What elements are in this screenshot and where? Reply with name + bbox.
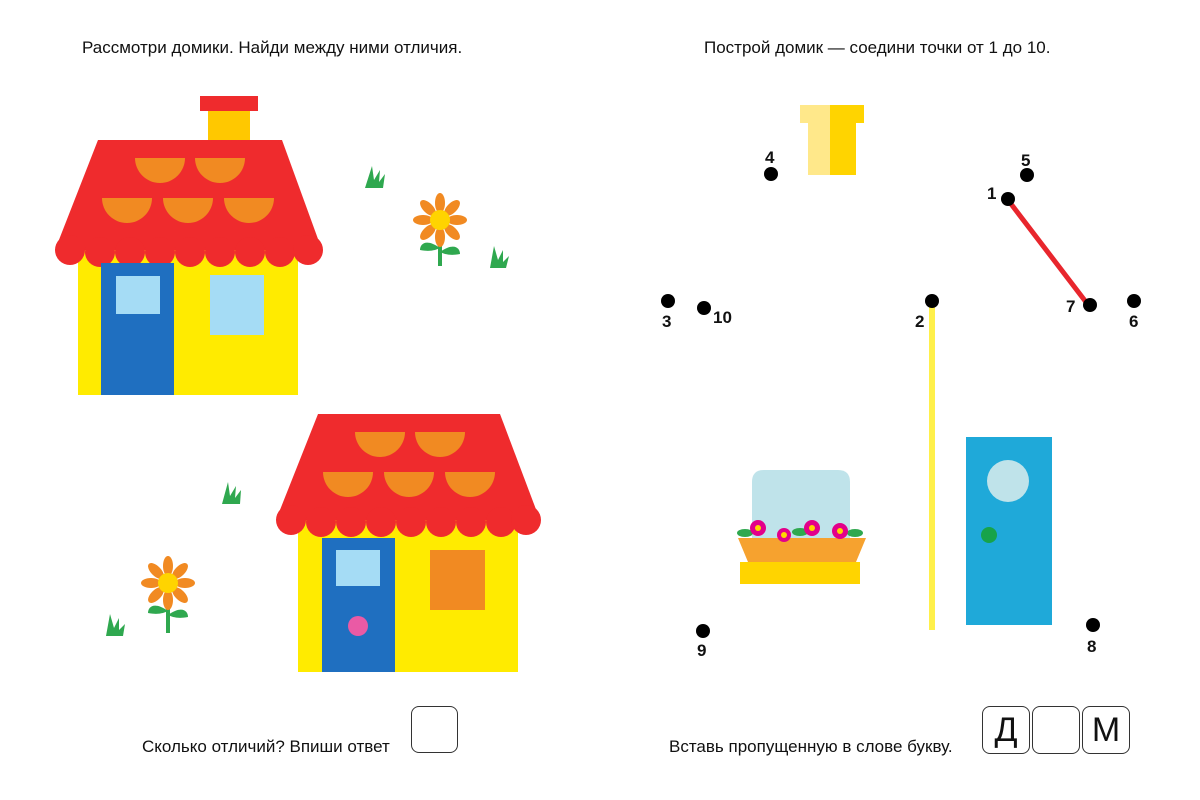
dot-label-9: 9 <box>697 641 706 660</box>
word-task: Вставь пропущенную в слове букву. <box>669 737 953 756</box>
difference-question: Сколько отличий? Впиши ответ <box>142 737 390 756</box>
dot-labels: 1 2 3 4 5 6 7 8 9 10 <box>662 148 1138 660</box>
grass-icon <box>106 614 125 636</box>
grass-icon <box>490 246 509 268</box>
house-1-door-window <box>116 276 160 314</box>
dot-label-8: 8 <box>1087 637 1096 656</box>
flower-icon <box>141 556 195 633</box>
house-2-door-knob <box>348 616 368 636</box>
letter-box-2[interactable] <box>1032 706 1080 754</box>
dot-2 <box>925 294 939 308</box>
house-2-roof-tiles <box>323 432 495 497</box>
house-2-door-window <box>336 550 380 586</box>
dot-5 <box>1020 168 1034 182</box>
dot-9 <box>696 624 710 638</box>
flower-icon <box>804 520 820 536</box>
dot-label-5: 5 <box>1021 151 1030 170</box>
flower-icon <box>750 520 766 536</box>
grass-icon <box>365 166 385 188</box>
dot-3 <box>661 294 675 308</box>
window-with-flowerbox <box>737 470 866 584</box>
dot-4 <box>764 167 778 181</box>
house-1-window <box>210 275 264 335</box>
answer-box[interactable] <box>411 706 458 753</box>
dot-7 <box>1083 298 1097 312</box>
chimney-piece <box>800 105 864 175</box>
flower-icon <box>413 193 467 266</box>
house-1-roof <box>55 140 323 267</box>
letter-box-1: Д <box>982 706 1030 754</box>
house-1-chimney-cap <box>200 96 258 111</box>
dot-label-7: 7 <box>1066 297 1075 316</box>
house-2 <box>276 414 541 672</box>
dot-label-3: 3 <box>662 312 671 331</box>
dot-6 <box>1127 294 1141 308</box>
left-instruction: Рассмотри домики. Найди между ними отлич… <box>82 38 463 57</box>
right-instruction: Построй домик — соедини точки от 1 до 10… <box>704 38 1051 57</box>
dot-label-2: 2 <box>915 312 924 331</box>
dot-label-1: 1 <box>987 184 996 203</box>
blue-door <box>966 437 1052 625</box>
dot-label-4: 4 <box>765 148 775 167</box>
letter-box-3: М <box>1082 706 1130 754</box>
dot-label-10: 10 <box>713 308 732 327</box>
dot-10 <box>697 301 711 315</box>
flower-icon <box>832 523 848 539</box>
house-1-roof-tiles <box>102 158 274 223</box>
dot-1 <box>1001 192 1015 206</box>
house-2-window <box>430 550 485 610</box>
dot-label-6: 6 <box>1129 312 1138 331</box>
red-line-1-7 <box>1005 197 1092 309</box>
house-1 <box>55 96 323 395</box>
dots <box>661 167 1141 638</box>
grass-icon <box>222 482 241 504</box>
flower-icon <box>777 528 791 542</box>
dot-8 <box>1086 618 1100 632</box>
